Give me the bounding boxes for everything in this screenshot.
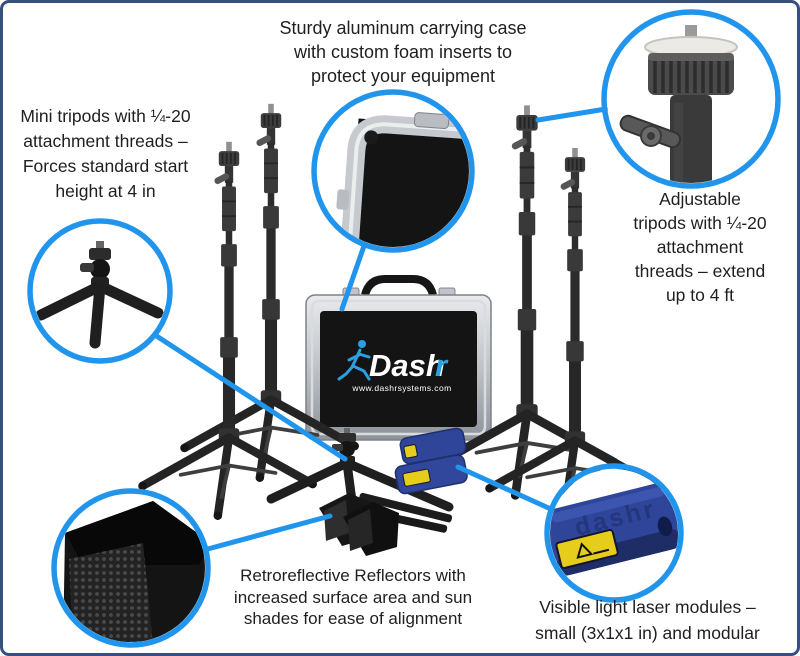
callout-case-closeup [311, 89, 475, 253]
annotation-lasers: Visible light laser modules – small (3x1… [495, 595, 797, 646]
callout-lines [152, 106, 609, 553]
annotation-line: Sturdy aluminum carrying case [279, 18, 527, 38]
case-logo-website: www.dashrsystems.com [351, 383, 451, 393]
annotation-line: small (3x1x1 in) and modular [535, 622, 760, 643]
annotation-adjustable-tripods: Adjustable tripods with ¼-20 attachment … [605, 187, 795, 307]
case-logo-text-accent: r [435, 348, 449, 383]
annotation-line: Adjustable [659, 189, 741, 209]
dashr-logo: Dash r www.dashrsystems.com [337, 340, 451, 393]
callout-line-tripod-head [535, 106, 609, 123]
annotation-line: up to 4 ft [665, 285, 735, 305]
annotation-line: height at 4 in [55, 181, 156, 201]
case-front-panel [320, 311, 477, 427]
callout-tripod-head-closeup [601, 9, 781, 189]
annotation-line: threads – extend [634, 261, 766, 281]
carrying-case: Dash r www.dashrsystems.com [305, 275, 492, 441]
annotation-line: Mini tripods with ¼-20 [20, 106, 191, 126]
case-handle [361, 275, 437, 297]
warning-triangle-icon [576, 542, 594, 559]
annotation-line: with custom foam inserts to [293, 42, 513, 62]
callout-laser-closeup: dashr [544, 463, 684, 603]
callout-mini-tripod-closeup [27, 218, 173, 364]
callout-line-mini-tripod [152, 332, 348, 462]
annotation-line: shades for ease of alignment [243, 609, 463, 628]
annotation-line: protect your equipment [310, 66, 496, 86]
annotation-reflectors: Retroreflective Reflectors with increase… [198, 565, 508, 630]
product-photo-collage: Dash r www.dashrsystems.com [27, 9, 781, 648]
annotation-line: Visible light laser modules – [539, 597, 756, 617]
annotation-line: Forces standard start [22, 156, 189, 176]
callout-line-case [339, 243, 367, 312]
annotation-carrying-case: Sturdy aluminum carrying case with custo… [241, 16, 565, 88]
running-man-icon [337, 340, 371, 381]
annotation-line: Retroreflective Reflectors with [240, 566, 466, 585]
laser-modules [394, 427, 468, 495]
annotation-line: attachment threads – [23, 131, 188, 151]
callout-reflector-closeup [51, 488, 211, 648]
annotation-line: tripods with ¼-20 [633, 213, 767, 233]
callout-line-laser [455, 464, 556, 513]
annotation-mini-tripods: Mini tripods with ¼-20 attachment thread… [13, 104, 198, 204]
annotation-line: increased surface area and sun [233, 587, 473, 607]
case-logo-text-main: Dash [369, 348, 445, 383]
callout-line-reflector [201, 513, 333, 553]
retroreflective-reflectors [319, 493, 399, 556]
annotation-line: attachment [656, 237, 744, 257]
